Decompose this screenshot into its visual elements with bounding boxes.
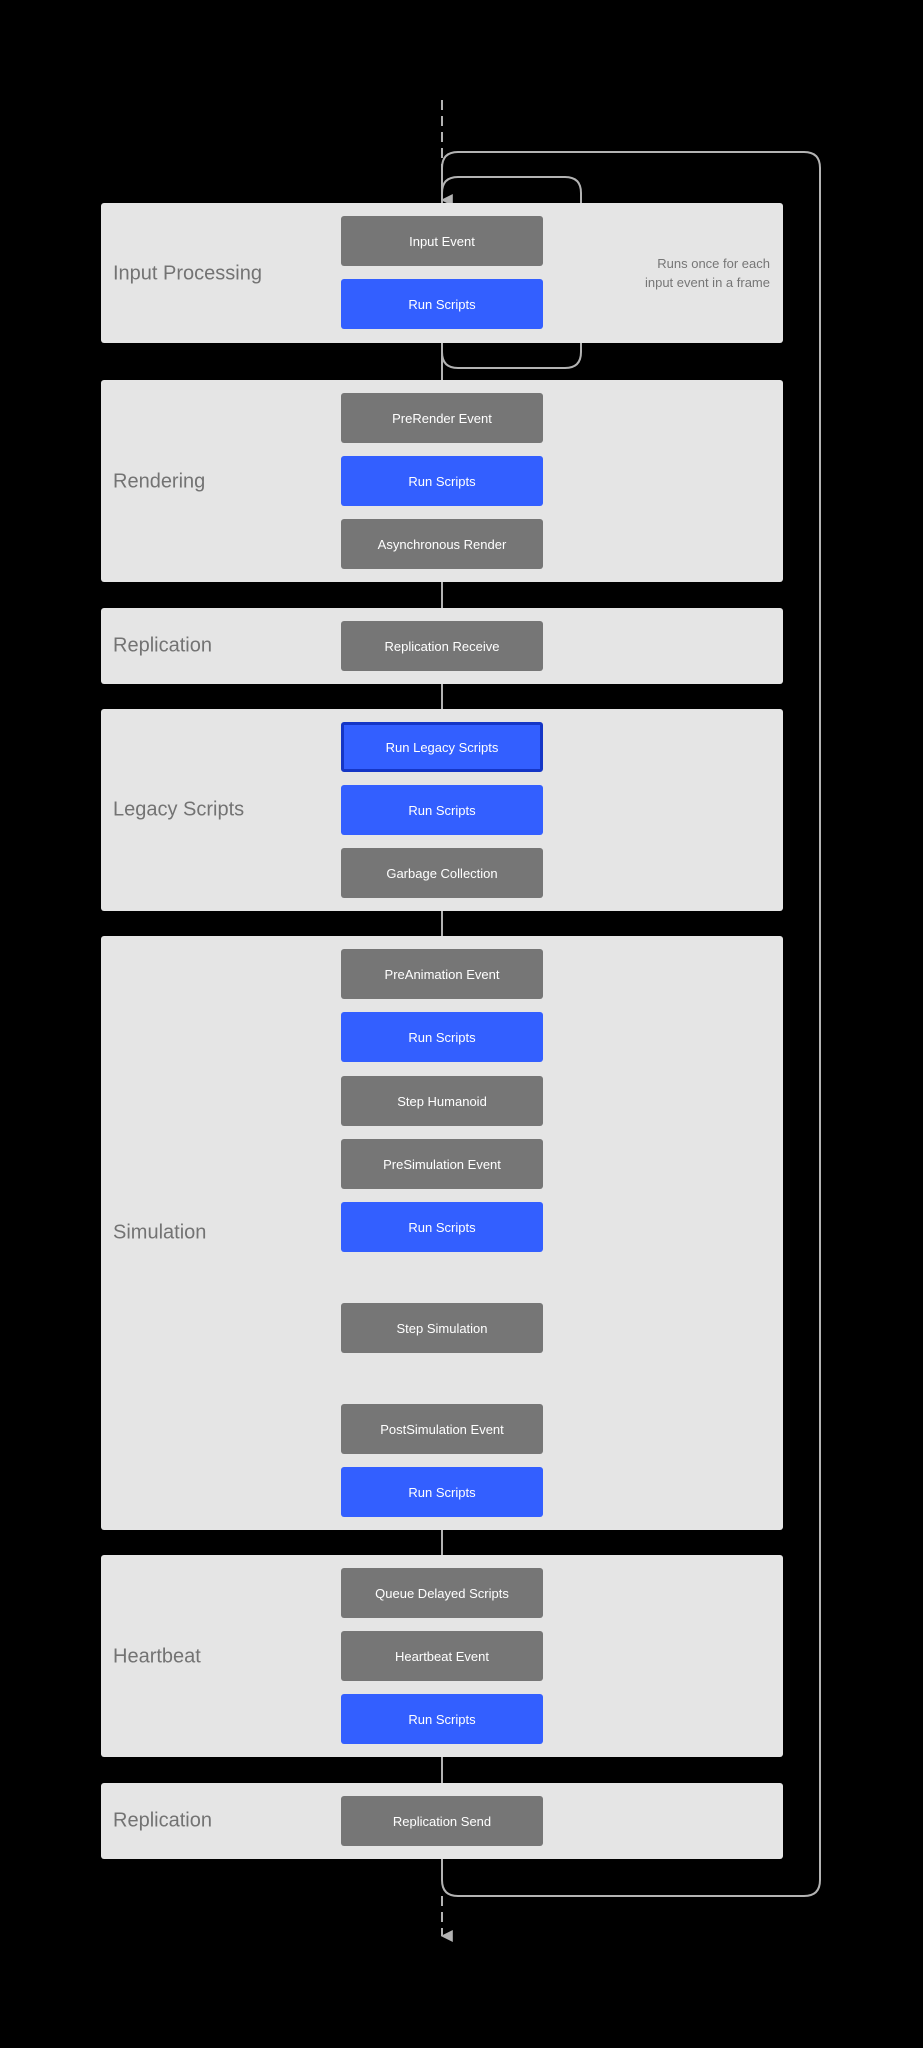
node-rendering-run-scripts[interactable]: Run Scripts	[341, 456, 543, 506]
input-loop-note: Runs once for each input event in a fram…	[645, 254, 770, 292]
node-input-run-scripts[interactable]: Run Scripts	[341, 279, 543, 329]
node-prerender-event[interactable]: PreRender Event	[341, 393, 543, 443]
node-run-legacy-scripts[interactable]: Run Legacy Scripts	[341, 722, 543, 772]
section-title-input-processing: Input Processing	[113, 262, 262, 285]
node-step-simulation[interactable]: Step Simulation	[341, 1303, 543, 1353]
input-loop-note-line2: input event in a frame	[644, 275, 770, 290]
node-presimulation-event[interactable]: PreSimulation Event	[341, 1139, 543, 1189]
section-title-heartbeat: Heartbeat	[113, 1645, 201, 1668]
frame-loop-connector	[440, 151, 821, 1897]
section-title-replication-send: Replication	[113, 1809, 212, 1832]
node-queue-delayed-scripts[interactable]: Queue Delayed Scripts	[341, 1568, 543, 1618]
node-postsimulation-run-scripts[interactable]: Run Scripts	[341, 1467, 543, 1517]
section-title-legacy-scripts: Legacy Scripts	[113, 798, 245, 821]
node-replication-send[interactable]: Replication Send	[341, 1796, 543, 1846]
node-postsimulation-event[interactable]: PostSimulation Event	[341, 1404, 543, 1454]
node-step-humanoid[interactable]: Step Humanoid	[341, 1076, 543, 1126]
node-input-event[interactable]: Input Event	[341, 216, 543, 266]
node-heartbeat-run-scripts[interactable]: Run Scripts	[341, 1694, 543, 1744]
node-garbage-collection[interactable]: Garbage Collection	[341, 848, 543, 898]
node-legacy-run-scripts[interactable]: Run Scripts	[341, 785, 543, 835]
section-title-rendering: Rendering	[113, 470, 206, 493]
node-heartbeat-event[interactable]: Heartbeat Event	[341, 1631, 543, 1681]
section-title-replication-receive: Replication	[113, 634, 212, 657]
node-preanimation-event[interactable]: PreAnimation Event	[341, 949, 543, 999]
node-replication-receive[interactable]: Replication Receive	[341, 621, 543, 671]
node-presimulation-run-scripts[interactable]: Run Scripts	[341, 1202, 543, 1252]
node-preanimation-run-scripts[interactable]: Run Scripts	[341, 1012, 543, 1062]
input-loop-note-line1: Runs once for each	[657, 256, 770, 271]
node-asynchronous-render[interactable]: Asynchronous Render	[341, 519, 543, 569]
section-title-simulation: Simulation	[113, 1221, 207, 1244]
